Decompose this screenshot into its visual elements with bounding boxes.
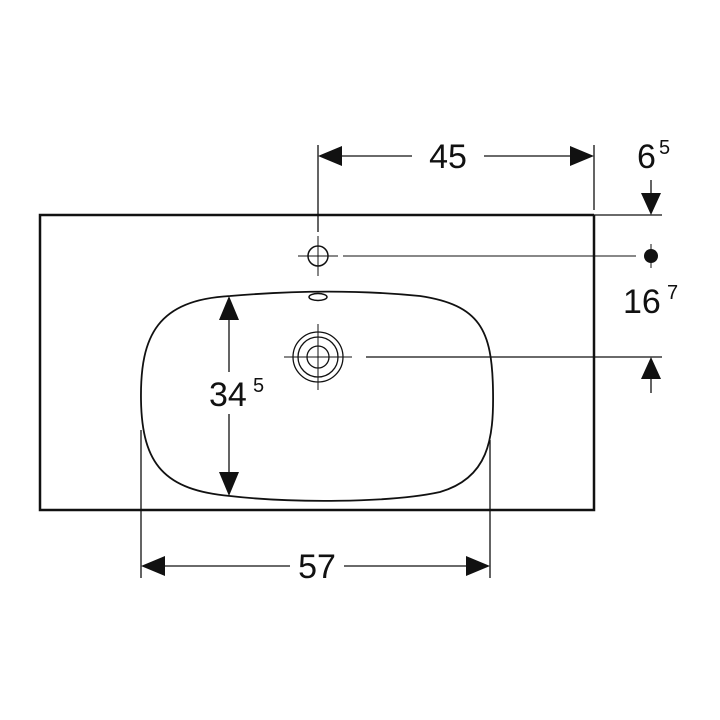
countertop-outline	[38, 213, 596, 512]
dimension-34-5-main: 34	[209, 376, 247, 414]
dimension-6-5-main: 6	[637, 138, 656, 176]
dimension-16-7-sup: 7	[667, 282, 678, 304]
tap-hole	[298, 236, 338, 276]
dimension-6-5-sup: 5	[659, 137, 670, 159]
bowl-outline	[140, 290, 494, 502]
dimension-57	[140, 430, 491, 578]
dimension-16-7	[641, 357, 661, 393]
dimension-45	[317, 145, 595, 232]
dimension-34-5-sup: 5	[253, 375, 264, 397]
dimension-45-label: 45	[429, 138, 467, 176]
overflow-slot	[308, 292, 328, 302]
drain	[284, 324, 352, 390]
dimension-34-5	[219, 296, 239, 496]
dimension-57-label: 57	[298, 548, 336, 586]
dimension-16-7-main: 16	[623, 283, 661, 321]
dimension-6-5	[641, 180, 661, 215]
